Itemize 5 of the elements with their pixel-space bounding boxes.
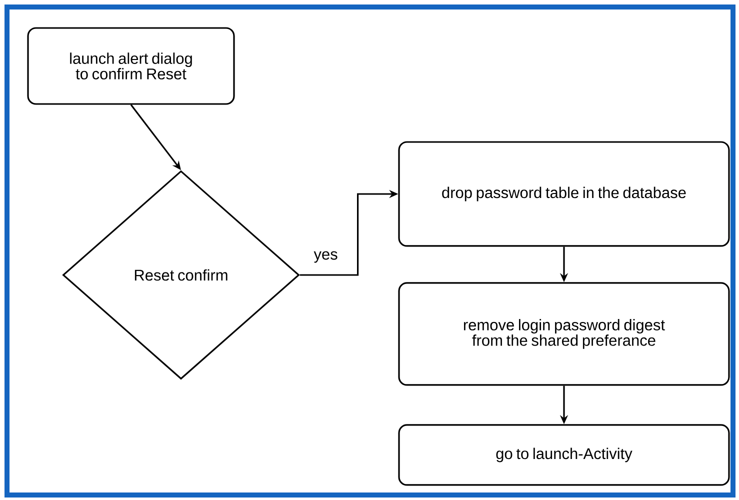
process-box: remove login password digest from the shared preferance (398, 282, 730, 386)
edge-label: yes (312, 250, 339, 264)
process-box: go to launch-Activity (398, 424, 730, 486)
process-box: drop password table in the database (398, 141, 730, 247)
process-box: launch alert dialog to confirm Reset (27, 27, 235, 105)
